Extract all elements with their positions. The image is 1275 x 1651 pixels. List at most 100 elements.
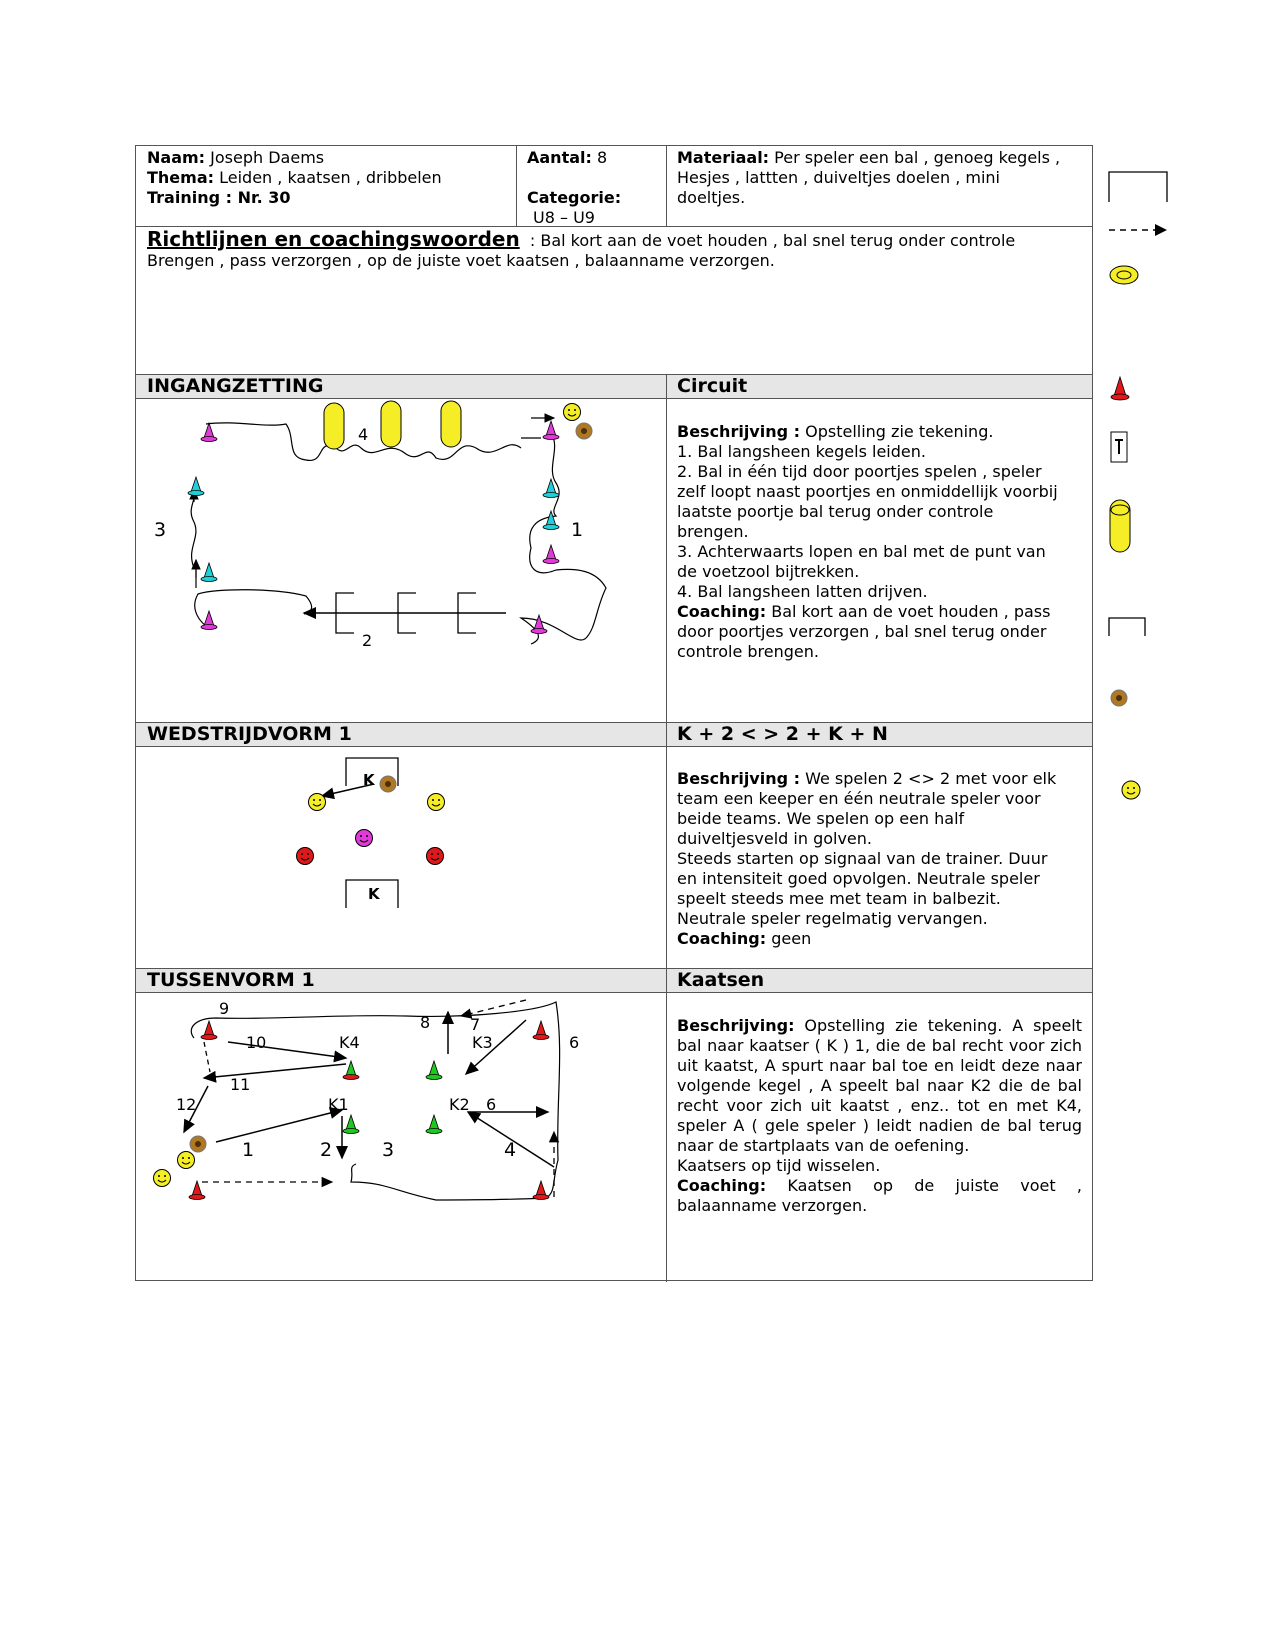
magenta-cone — [200, 421, 218, 442]
richtlijnen-line: : Bal kort aan de voet houden , bal snel… — [529, 231, 1016, 250]
ball-icon — [379, 775, 397, 793]
station-number: 1 — [571, 519, 583, 541]
smiley-icon — [355, 829, 373, 847]
section-title-kaatsen: Kaatsen — [677, 969, 765, 991]
green-cone — [342, 1059, 360, 1080]
step-label: 9 — [219, 999, 229, 1018]
section-title-circuit: Circuit — [677, 375, 748, 397]
section-band — [136, 722, 1092, 746]
kaatsen-description: Beschrijving: Opstelling zie tekening. A… — [677, 1016, 1082, 1216]
cyan-cone — [542, 509, 560, 530]
pass-arrow — [320, 783, 375, 800]
gate — [457, 592, 476, 634]
pass-arrow — [464, 1019, 527, 1076]
divider — [136, 398, 1092, 399]
dribble-path — [519, 432, 607, 645]
richtlijnen: Richtlijnen en coachingswoorden : Bal ko… — [147, 229, 1087, 271]
step-label: 10 — [246, 1033, 266, 1052]
desc-line: de voetzool bijtrekken. — [677, 562, 860, 581]
section-band — [136, 374, 1092, 398]
run-arrow — [203, 1041, 211, 1073]
beschrijving-label: Beschrijving: — [677, 1016, 795, 1035]
desc-line: laatste poortje bal terug onder controle — [677, 502, 994, 521]
circuit-diagram: 4 1 2 3 — [154, 400, 607, 650]
desc-line: brengen. — [677, 522, 749, 541]
red-cone-icon — [1110, 375, 1130, 401]
green-cone — [342, 1113, 360, 1134]
dribble-path — [190, 495, 197, 588]
materiaal-label: Materiaal: — [677, 148, 770, 167]
kaatsen-diagram: 9 10 K4 8 7 K3 6 11 12 K1 K2 6 1 2 3 4 — [153, 999, 579, 1201]
mini-goal-icon — [1108, 617, 1146, 636]
station-number: 3 — [154, 519, 166, 541]
goal-icon — [1108, 171, 1168, 202]
desc-text: Opstelling zie tekening. A speelt bal na… — [677, 1016, 1082, 1155]
training-label: Training : Nr. 30 — [147, 188, 291, 207]
desc-line: speelt steeds mee met team in balbezit. — [677, 889, 1001, 908]
coaching-line: Kaatsen op de juiste voet , balaanname v… — [677, 1176, 1082, 1215]
red-cone — [188, 1179, 206, 1200]
desc-line: zelf loopt naast poortjes en onmiddellij… — [677, 482, 1058, 501]
thema-label: Thema: — [147, 168, 215, 187]
goal — [345, 879, 399, 908]
smiley-icon — [296, 847, 314, 865]
kaatser-label: K4 — [339, 1033, 360, 1052]
divider — [136, 968, 1092, 969]
red-cone — [532, 1179, 550, 1200]
station-number: 4 — [358, 425, 368, 444]
pass-arrow — [202, 1063, 347, 1083]
thema-value: Leiden , kaatsen , dribbelen — [219, 168, 442, 187]
step-label: 3 — [382, 1139, 394, 1161]
magenta-cone — [530, 613, 548, 634]
categorie-label: Categorie: — [527, 188, 622, 207]
divider — [666, 146, 667, 226]
smiley-icon — [153, 1169, 171, 1187]
section-title-formation: K + 2 < > 2 + K + N — [677, 723, 888, 745]
station-number: 2 — [362, 631, 372, 650]
step-label: 2 — [320, 1139, 332, 1161]
step-label: 6 — [569, 1033, 579, 1052]
divider — [516, 146, 517, 226]
richtlijnen-title: Richtlijnen en coachingswoorden — [147, 227, 520, 251]
keeper-label: K — [368, 885, 381, 903]
magenta-cone — [542, 543, 560, 564]
desc-line: We spelen 2 <> 2 met voor elk — [800, 769, 1057, 788]
header-left: Naam: Joseph Daems Thema: Leiden , kaats… — [147, 148, 512, 208]
step-label: 12 — [176, 1095, 196, 1114]
dribble-path — [190, 1001, 561, 1201]
step-label: 7 — [470, 1015, 480, 1034]
header-middle: Aantal: 8 Categorie: U8 – U9 — [527, 148, 662, 228]
legend — [1108, 171, 1168, 800]
training-sheet: Naam: Joseph Daems Thema: Leiden , kaats… — [135, 145, 1093, 1282]
dribble-path — [205, 422, 541, 461]
smiley-icon — [177, 1151, 195, 1169]
desc-line: 1. Bal langsheen kegels leiden. — [677, 442, 926, 461]
cyan-cone — [200, 561, 218, 582]
desc-line: 3. Achterwaarts lopen en bal met de punt… — [677, 542, 1046, 561]
section-band — [136, 968, 1092, 992]
ring-icon — [1109, 265, 1139, 285]
desc-line: team een keeper en één neutrale speler v… — [677, 789, 1041, 808]
divider — [136, 374, 1092, 375]
coaching-label: Coaching: — [677, 602, 767, 621]
materiaal-line: Per speler een bal , genoeg kegels , — [774, 148, 1061, 167]
pole-icon — [1110, 431, 1128, 463]
naam-value: Joseph Daems — [210, 148, 325, 167]
coaching-line: geen — [766, 929, 812, 948]
step-label: 4 — [504, 1139, 516, 1161]
ball-icon — [575, 422, 593, 440]
cyan-cone — [187, 475, 205, 496]
green-cone — [425, 1113, 443, 1134]
magenta-cone — [542, 419, 560, 440]
smiley-icon — [426, 847, 444, 865]
section-title-wedstrijdvorm: WEDSTRIJDVORM 1 — [147, 723, 352, 745]
step-label: 1 — [242, 1139, 254, 1161]
magenta-cone — [200, 609, 218, 630]
materiaal-line: doeltjes. — [677, 188, 746, 207]
dashed-arrow-icon — [1109, 224, 1167, 236]
desc-line: Neutrale speler regelmatig vervangen. — [677, 909, 988, 928]
kaatser-label: K1 — [328, 1095, 349, 1114]
kaatser-label: K2 — [449, 1095, 470, 1114]
match-diagram: K K — [296, 757, 445, 908]
yellow-poles — [323, 400, 462, 450]
